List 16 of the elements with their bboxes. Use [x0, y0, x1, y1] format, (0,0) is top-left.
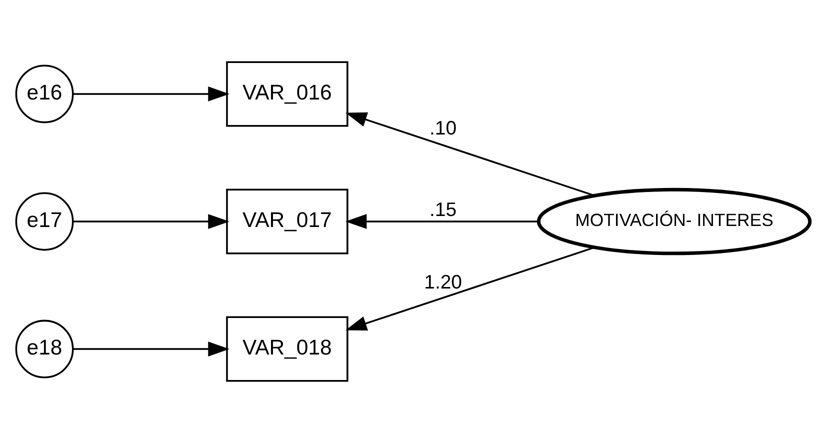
node-box: VAR_018	[226, 316, 348, 382]
arrow	[345, 214, 539, 228]
arrow	[346, 246, 596, 330]
node-box: VAR_016	[226, 60, 348, 126]
arrow	[346, 112, 596, 196]
node-circle: e17	[15, 192, 74, 250]
node-ellipse: MOTIVACIÓN- INTERES	[536, 187, 812, 255]
edge-label: 1.20	[424, 270, 462, 293]
edge-label: .10	[430, 116, 457, 139]
node-circle: e16	[15, 64, 74, 123]
arrow	[73, 86, 230, 101]
node-circle: e18	[15, 319, 74, 378]
arrow	[73, 341, 230, 356]
arrow	[73, 214, 230, 228]
node-box: VAR_017	[226, 188, 348, 254]
edge-label: .15	[430, 198, 457, 220]
